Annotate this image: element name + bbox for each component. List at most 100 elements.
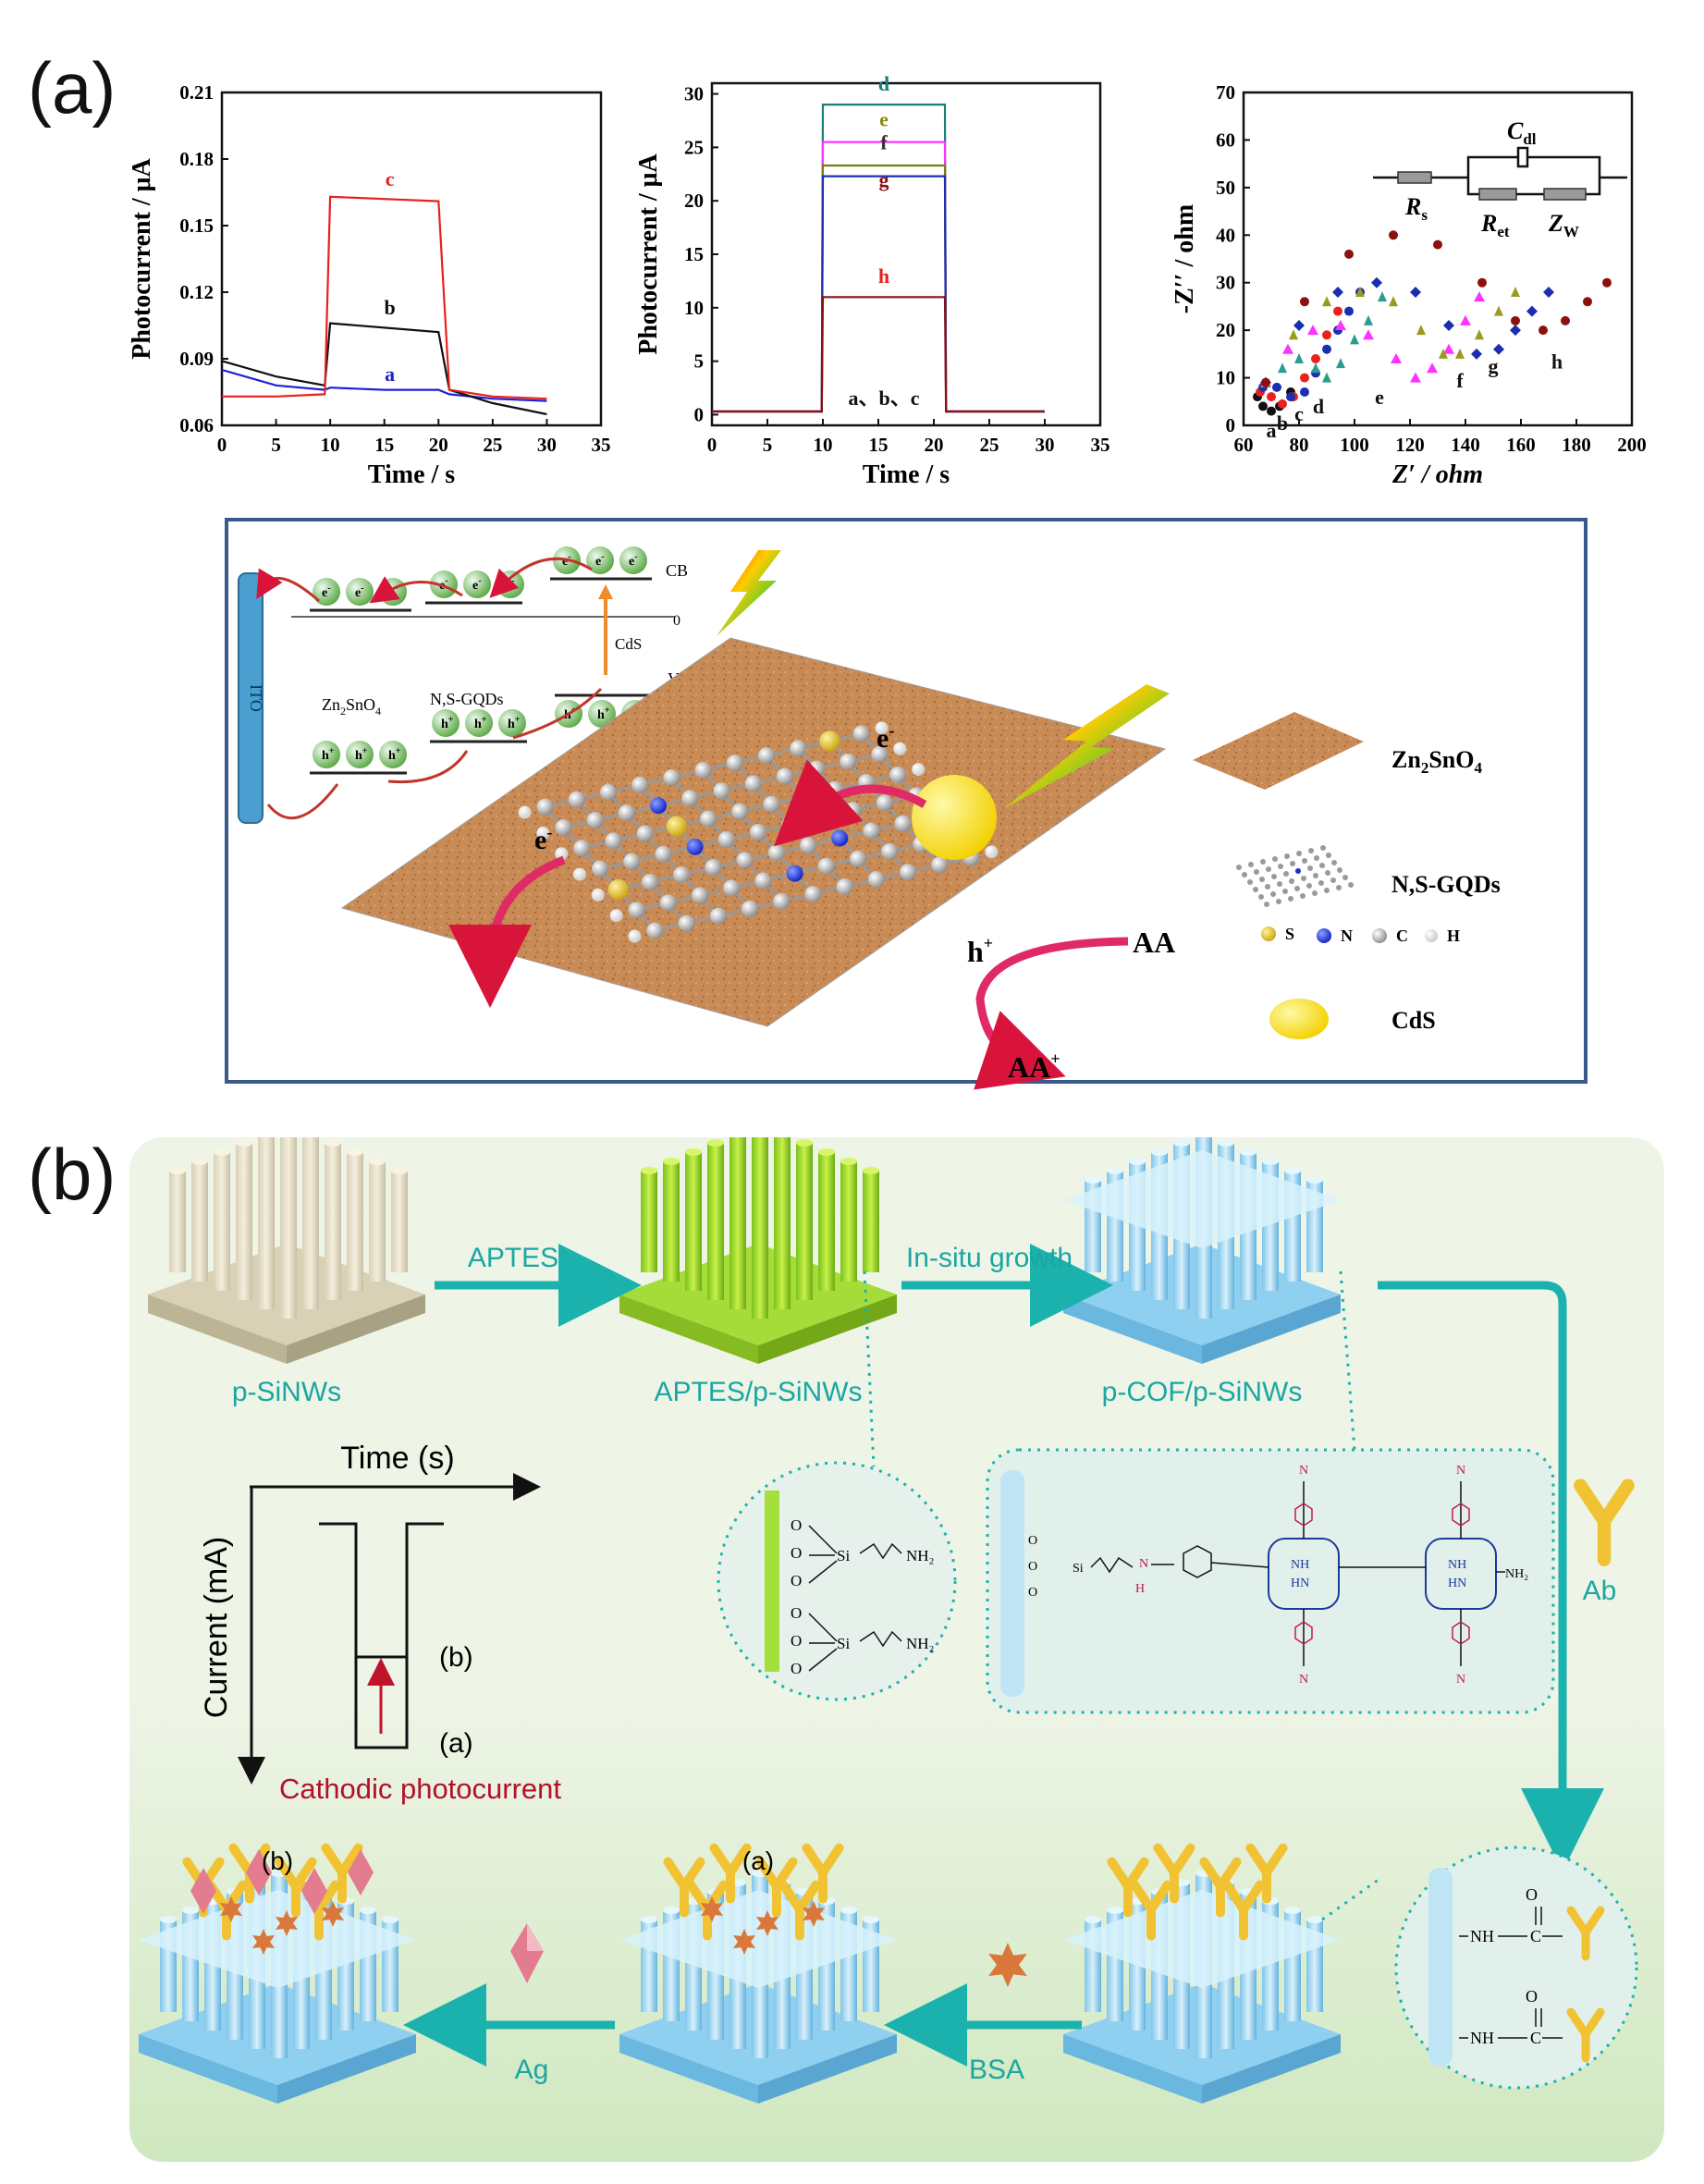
mini-atom	[1324, 888, 1330, 893]
carbon-atom	[678, 914, 695, 932]
ito-label: ITO	[247, 684, 265, 712]
legend-s-ball	[1261, 926, 1276, 941]
carbon-atom	[573, 840, 591, 857]
carbon-atom	[636, 825, 654, 842]
arrow-aptes-label[interactable]: APTES	[468, 1243, 558, 1273]
carbon-atom	[836, 878, 853, 896]
carbon-atom	[800, 837, 816, 854]
electron-label-1: e-	[877, 721, 894, 754]
curve-label-d: d	[1313, 395, 1324, 418]
mini-atom	[1258, 894, 1264, 900]
data-point-f	[1355, 287, 1365, 297]
imine-n-label: N	[1299, 1673, 1308, 1687]
y-tick-label: 20	[1216, 319, 1235, 341]
x-tick-label: 0	[217, 434, 227, 456]
mini-atom	[1307, 865, 1313, 871]
carbon-atom	[713, 782, 730, 800]
bsa-star	[802, 1901, 826, 1927]
arrow-ab-label[interactable]: Ab	[1583, 1576, 1617, 1606]
substrate-side	[277, 2034, 416, 2104]
mini-atom	[1301, 876, 1306, 881]
hydrogen-atom	[591, 888, 605, 902]
hydrogen-atom	[609, 909, 623, 923]
data-point-d	[1378, 291, 1387, 302]
nanowire	[641, 1171, 657, 1272]
bsa-star	[732, 1929, 756, 1955]
substrate-side	[1202, 2034, 1341, 2104]
curve-label-g: g	[1489, 354, 1499, 377]
carbon-atom	[631, 776, 649, 793]
nanowire	[752, 1137, 768, 1226]
x-tick-label: 0	[707, 434, 717, 456]
mini-atom	[1276, 899, 1281, 904]
nanowire-top	[818, 1148, 835, 1156]
x-tick-label: 10	[814, 434, 833, 456]
antibody-arms	[1199, 1857, 1242, 1918]
data-point-e	[1391, 353, 1402, 363]
nanowire	[863, 1171, 879, 1272]
carrier-symbol: h+	[597, 706, 610, 722]
data-point-e	[1474, 291, 1485, 302]
data-point-c	[1344, 306, 1354, 316]
data-point-e	[1410, 372, 1421, 383]
data-point-g	[1410, 287, 1421, 298]
carbon-atom	[808, 760, 825, 778]
imine-n-label: N	[1456, 1673, 1465, 1687]
amide-o: O	[1526, 1987, 1538, 2006]
carbon-atom	[642, 874, 658, 890]
data-point-f	[1322, 296, 1331, 307]
nanowire	[707, 1143, 724, 1245]
carbon-atom	[758, 747, 775, 765]
antibody-arms	[1574, 1478, 1635, 1566]
benzene-ring	[1452, 1621, 1470, 1645]
light-bolt-icon	[717, 550, 781, 636]
legend-n-ball	[1317, 928, 1331, 943]
data-point-a	[1267, 406, 1276, 416]
current-axis-label: Current (mA)	[199, 1537, 234, 1718]
nanowire-top	[707, 1139, 724, 1147]
amide-nanowire	[1428, 1868, 1453, 2067]
substrate-side	[139, 2034, 277, 2104]
arrow-insitu-label[interactable]: In-situ growth	[906, 1243, 1073, 1273]
carbon-atom	[736, 852, 754, 869]
series-line-c	[222, 195, 547, 400]
mini-atom	[1277, 881, 1282, 887]
x-tick-label: 25	[483, 434, 502, 456]
imine-n-label: N	[1456, 1464, 1465, 1478]
nanowire-top	[1173, 1139, 1190, 1147]
nanowire	[840, 1161, 857, 1263]
y-axis-label: -Z′′ / ohm	[1174, 204, 1199, 313]
arrow-bsa-label[interactable]: BSA	[969, 2055, 1024, 2085]
carbon-atom	[709, 907, 727, 925]
mini-atom	[1318, 880, 1324, 886]
x-axis-label: Time / s	[863, 460, 950, 489]
nanowire-top	[1085, 1916, 1101, 1923]
nanowire-top	[840, 1158, 857, 1165]
y-tick-label: 30	[1216, 272, 1235, 294]
data-point-f	[1439, 348, 1448, 359]
porphyrin-hn: HN	[1448, 1577, 1466, 1590]
data-point-h	[1539, 325, 1548, 336]
carrier-symbol: h+	[388, 746, 401, 763]
bsa-star	[700, 1896, 724, 1922]
bond-lines	[1459, 1907, 1563, 1937]
cof-coating	[139, 1890, 416, 1988]
y-tick-label: 20	[684, 190, 704, 212]
data-point-e	[1363, 329, 1374, 340]
carbon-atom	[804, 885, 822, 902]
data-point-b	[1311, 354, 1320, 363]
y-tick-label: 5	[694, 350, 705, 373]
stage3-label: p-COF/p-SiNWs	[1102, 1377, 1303, 1407]
x-tick-label: 100	[1340, 434, 1369, 456]
data-point-h	[1583, 297, 1592, 307]
carbon-atom	[931, 856, 949, 874]
carbon-atom	[750, 824, 766, 840]
antibody-arms	[755, 1857, 798, 1918]
carbon-atom	[592, 860, 608, 877]
nanowire-top	[1151, 1148, 1168, 1156]
charge-carrier-balls: e-e-e-e-e-e-e-e-e-h+h+h+h+h+h+h+h+h+	[313, 546, 649, 768]
arrow-ag-label[interactable]: Ag	[515, 2055, 549, 2085]
data-point-b	[1300, 373, 1309, 383]
mini-atom	[1242, 872, 1247, 877]
